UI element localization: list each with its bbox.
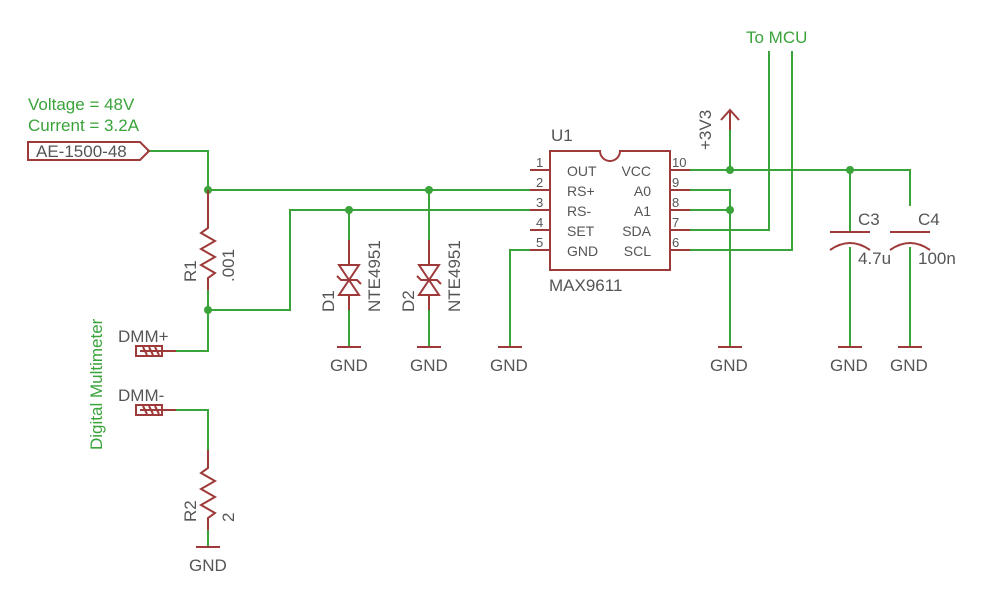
connector-dmm-plus: DMM+ (118, 327, 176, 357)
junction-dot (345, 206, 353, 214)
power-3v3-label: +3V3 (696, 110, 715, 150)
supply-flag: AE-1500-48 (27, 141, 151, 161)
current-note: Current = 3.2A (28, 116, 140, 135)
dmm-minus-label: DMM- (118, 386, 164, 405)
gnd-label: GND (710, 356, 748, 375)
capacitor-c4: C4 100n (889, 210, 956, 268)
pin-num: 1 (536, 155, 543, 170)
pin-num: 9 (672, 175, 679, 190)
d1-value: NTE4951 (365, 240, 384, 312)
junction-dot (846, 166, 854, 174)
gnd-r2: GND (189, 546, 227, 575)
multimeter-note: Digital Multimeter (87, 318, 106, 450)
to-mcu-note: To MCU (746, 28, 807, 47)
junction-dot (726, 206, 734, 214)
junctions (204, 166, 854, 314)
pin-name: SDA (622, 223, 651, 239)
resistor-r1: R1 .001 (181, 190, 238, 290)
voltage-note: Voltage = 48V (28, 95, 135, 114)
pin-name: RS+ (567, 183, 595, 199)
diode-d2: D2 NTE4951 (399, 240, 464, 312)
pin-name: A0 (634, 183, 651, 199)
pin-num: 4 (536, 215, 543, 230)
pin-name: OUT (567, 163, 597, 179)
r2-value: 2 (219, 513, 238, 522)
gnd-d2: GND (410, 346, 448, 375)
gnd-label: GND (830, 356, 868, 375)
power-3v3: +3V3 (696, 108, 740, 150)
wire-u1-gnd (509, 249, 531, 346)
pin-num: 10 (672, 155, 686, 170)
gnd-label: GND (490, 356, 528, 375)
r1-value: .001 (219, 249, 238, 282)
c3-value: 4.7u (858, 249, 891, 268)
c4-value: 100n (918, 249, 956, 268)
junction-dot (425, 186, 433, 194)
pin-name: SCL (624, 243, 651, 259)
pin-name: A1 (634, 203, 651, 219)
pin-num: 3 (536, 195, 543, 210)
gnd-label: GND (330, 356, 368, 375)
d1-ref: D1 (319, 290, 338, 312)
wire-dmm-minus (175, 409, 209, 451)
wire-r1-low (207, 289, 291, 311)
diode-d1: D1 NTE4951 (319, 240, 384, 312)
r1-ref: R1 (181, 260, 200, 282)
gnd-label: GND (410, 356, 448, 375)
wire-sda (689, 51, 770, 231)
pin-num: 2 (536, 175, 543, 190)
pin-name: VCC (621, 163, 651, 179)
gnd-c3: GND (830, 346, 868, 375)
u1-ref: U1 (551, 126, 573, 145)
pin-name: GND (567, 243, 598, 259)
gnd-d1: GND (330, 346, 368, 375)
capacitor-c3: C3 4.7u (829, 210, 891, 268)
wire-rs-minus-net (289, 209, 531, 311)
d2-value: NTE4951 (445, 240, 464, 312)
wire-dmm-plus (175, 309, 209, 352)
c3-ref: C3 (858, 210, 880, 229)
wire-a-pins (689, 189, 731, 346)
pin-num: 5 (536, 235, 543, 250)
gnd-address: GND (710, 346, 748, 375)
pin-name: RS- (567, 203, 591, 219)
wires (147, 51, 911, 546)
pin-num: 6 (672, 235, 679, 250)
wire-supply (147, 150, 209, 191)
resistor-r2: R2 2 (181, 450, 238, 530)
connector-dmm-minus: DMM- (118, 386, 176, 416)
gnd-label: GND (189, 556, 227, 575)
wire-scl (689, 51, 793, 251)
dmm-plus-label: DMM+ (118, 327, 169, 346)
u1-value: MAX9611 (549, 276, 622, 295)
gnd-u1: GND (490, 346, 528, 375)
gnd-c4: GND (890, 346, 928, 375)
r2-ref: R2 (181, 500, 200, 522)
junction-dot (726, 166, 734, 174)
supply-label: AE-1500-48 (36, 142, 127, 161)
pin-name: SET (567, 223, 595, 239)
d2-ref: D2 (399, 290, 418, 312)
c4-ref: C4 (918, 210, 940, 229)
wire-vcc (689, 169, 911, 206)
ic-u1: U1 MAX9611 1 2 3 4 5 OUT RS+ RS- SET GND… (530, 126, 690, 295)
pin-num: 8 (672, 195, 679, 210)
gnd-label: GND (890, 356, 928, 375)
pin-num: 7 (672, 215, 679, 230)
junction-dot (204, 306, 212, 314)
